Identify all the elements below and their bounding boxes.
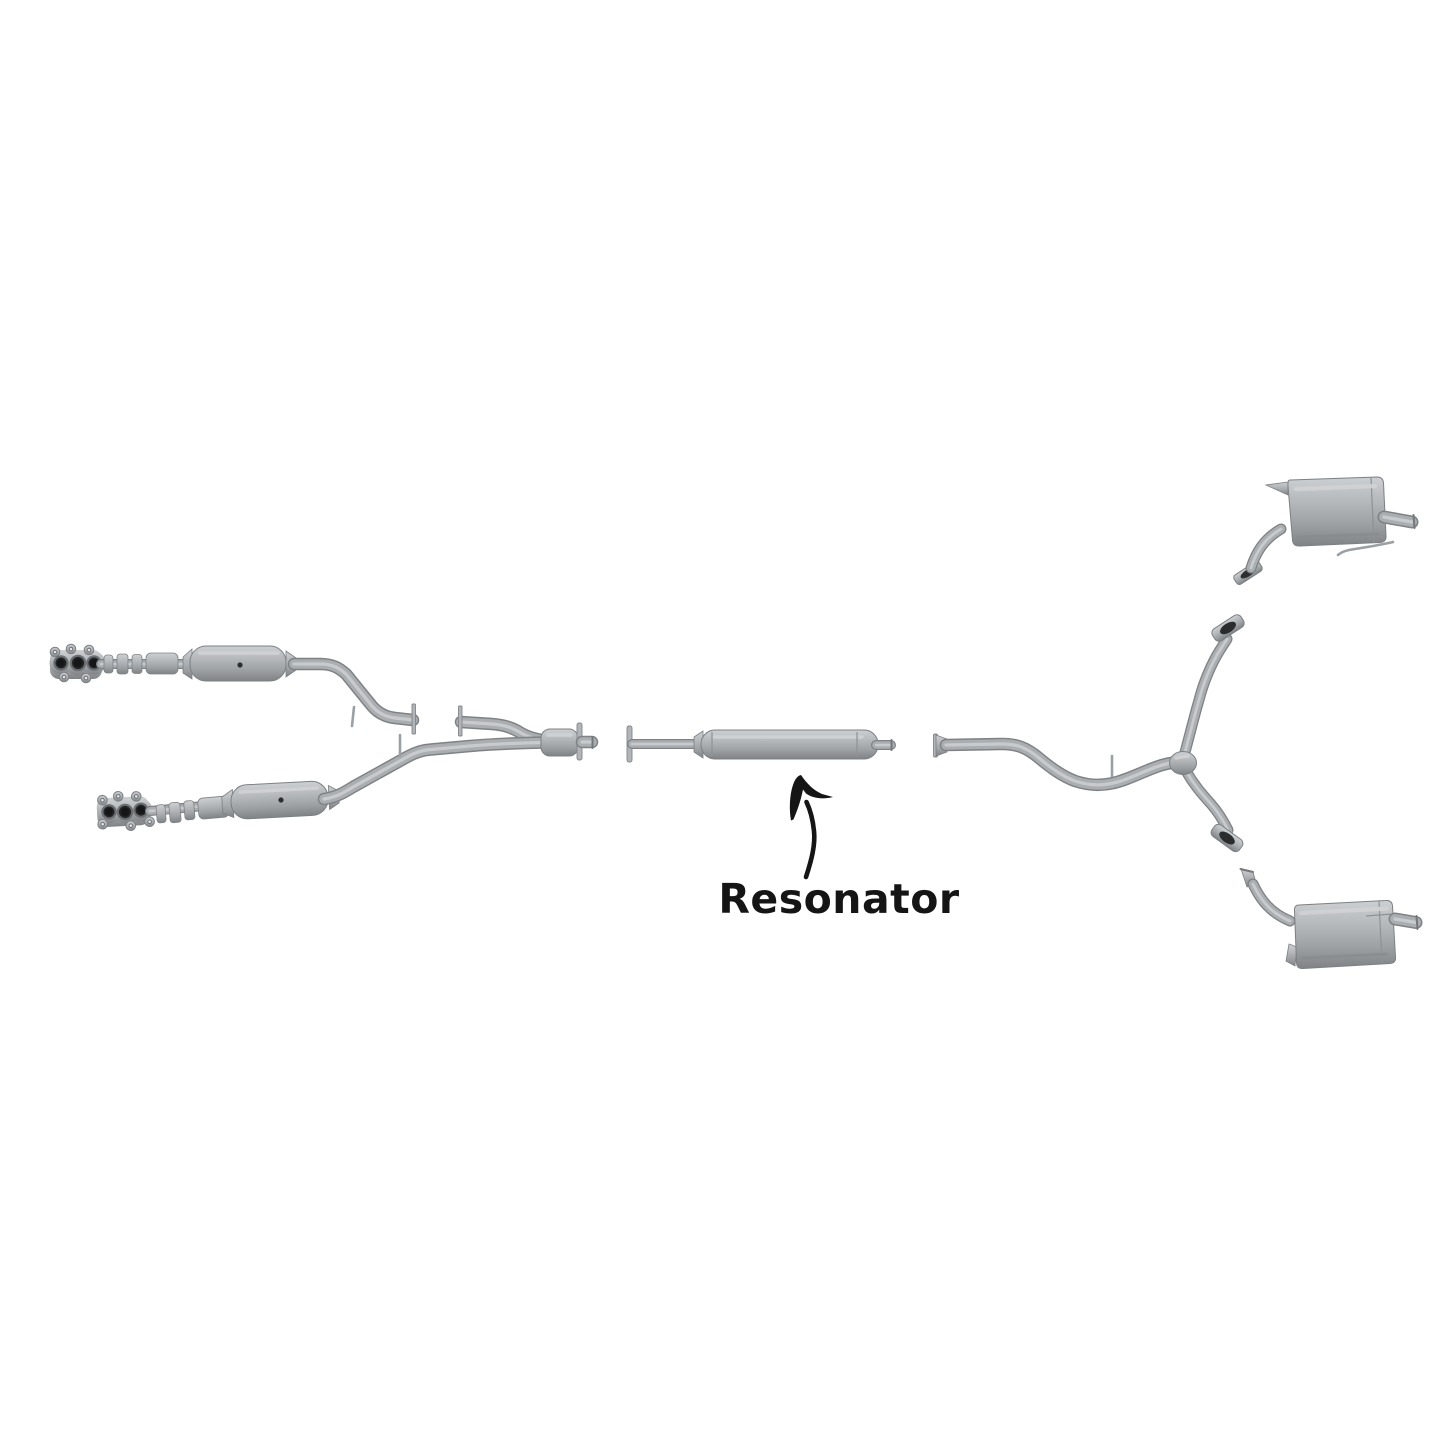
resonator-label: Resonator xyxy=(718,875,960,923)
muffler-rear-lower xyxy=(1239,868,1418,970)
muffler-rear-upper xyxy=(1233,476,1414,585)
resonator-body xyxy=(700,729,879,760)
muffler-upper-body xyxy=(1287,476,1387,547)
exhaust-manifold-flange-lower xyxy=(96,791,155,832)
flex-pipe-lower xyxy=(150,795,236,824)
front-pipe-upper xyxy=(294,664,551,741)
intermediate-pipe xyxy=(933,733,1181,785)
rear-y-splitter xyxy=(1169,614,1245,853)
branch-flange-upper xyxy=(1211,614,1245,642)
slip-joint-plate xyxy=(411,703,416,735)
front-pipe-lower xyxy=(324,743,552,800)
front-y-collector xyxy=(540,722,593,761)
exhaust-manifold-flange-upper xyxy=(49,643,106,684)
muffler-lower-bracket xyxy=(1285,943,1298,967)
muffler-lower-body xyxy=(1293,899,1397,970)
hanger-rod xyxy=(350,705,356,728)
resonator xyxy=(626,725,892,763)
arrow-shaft xyxy=(803,799,817,880)
branch-flange-lower xyxy=(1210,823,1244,853)
flex-pipe-upper xyxy=(101,652,196,675)
catalytic-converter-upper xyxy=(182,645,297,682)
annotation: Resonator xyxy=(718,775,960,923)
slip-joint-plate xyxy=(458,705,463,737)
arrow-up-icon xyxy=(789,775,833,821)
